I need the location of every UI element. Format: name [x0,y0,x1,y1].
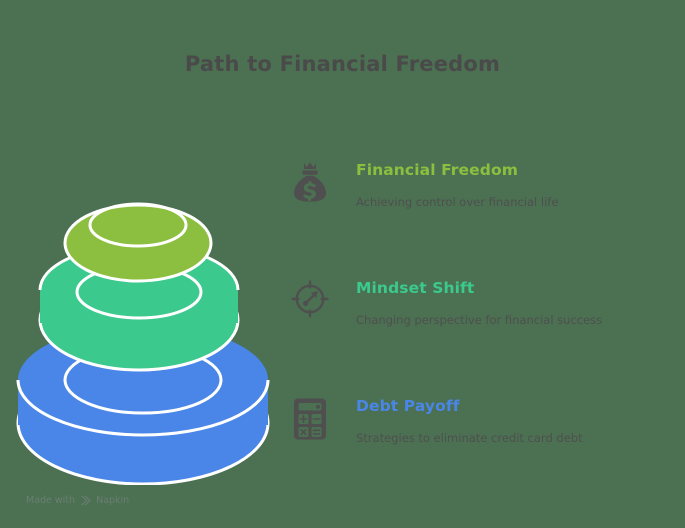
stacked-rings-graphic [10,195,280,485]
legend-item-title: Debt Payoff [356,397,460,415]
legend-item-title: Mindset Shift [356,279,475,297]
target-arrow-icon [288,276,332,331]
legend-item-mindset-shift[interactable]: Mindset Shift Changing perspective for f… [288,276,678,394]
napkin-watermark: Made with Napkin [26,495,129,506]
legend-list: Financial Freedom Achieving control over… [288,158,678,512]
ring-layer-top [63,202,213,283]
legend-item-financial-freedom[interactable]: Financial Freedom Achieving control over… [288,158,678,276]
calculator-icon [288,394,332,449]
legend-item-description: Achieving control over financial life [356,195,559,209]
watermark-prefix: Made with [26,495,76,506]
legend-item-debt-payoff[interactable]: Debt Payoff Strategies to eliminate cred… [288,394,678,512]
legend-item-description: Changing perspective for financial succe… [356,313,603,327]
money-bag-icon [288,158,332,213]
napkin-logo-icon [80,495,92,506]
watermark-brand: Napkin [96,495,130,506]
legend-item-description: Strategies to eliminate credit card debt [356,431,583,445]
page-title: Path to Financial Freedom [184,52,501,76]
legend-item-title: Financial Freedom [356,161,518,179]
